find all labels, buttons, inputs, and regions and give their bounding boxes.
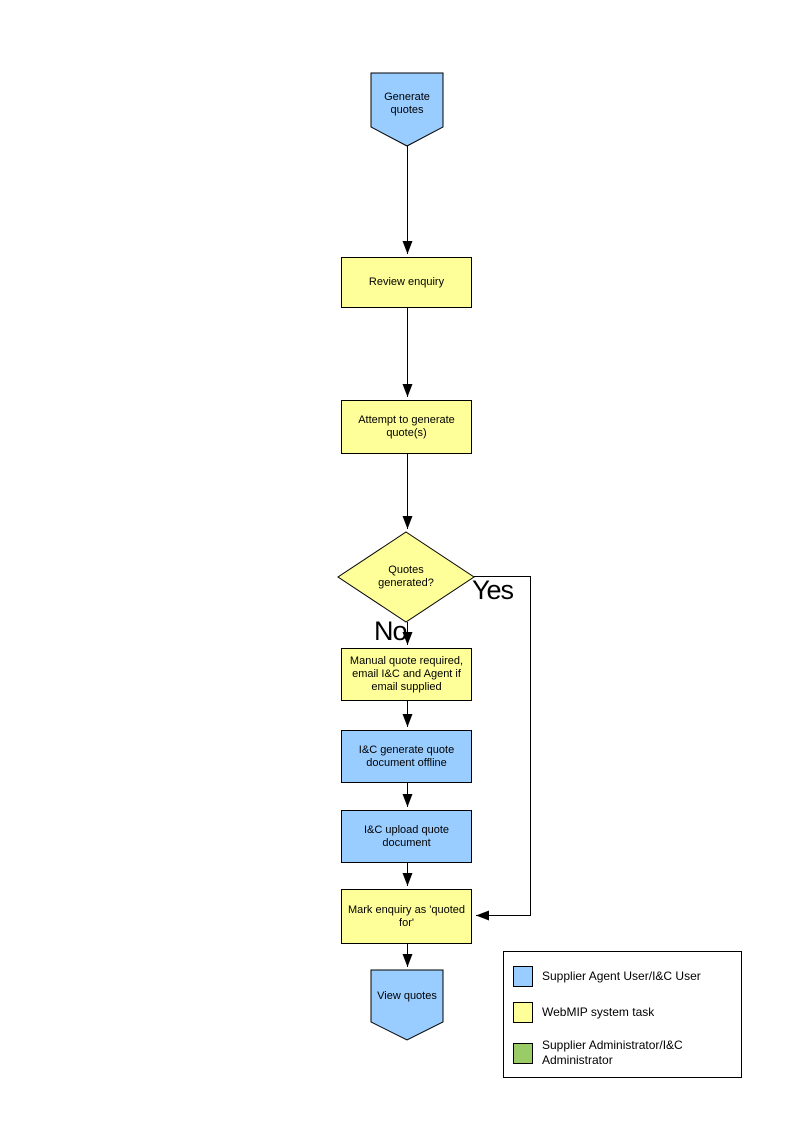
branch-label-yes: Yes [472, 575, 514, 605]
legend-item-label: WebMIP system task [542, 1005, 655, 1019]
legend: Supplier Agent User/I&C User WebMIP syst… [503, 951, 742, 1078]
legend-item-label: Supplier Agent User/I&C User [542, 969, 701, 983]
node-review-enquiry: Review enquiry [341, 257, 472, 308]
legend-item-webmip-task: WebMIP system task [513, 1002, 720, 1023]
node-ic-upload-quote-document: I&C upload quote document [341, 810, 472, 863]
node-attempt-generate-quotes: Attempt to generate quote(s) [341, 400, 472, 454]
node-mark-enquiry-quoted-for: Mark enquiry as 'quoted for' [341, 889, 472, 944]
node-ic-generate-quote-offline: I&C generate quote document offline [341, 730, 472, 783]
legend-item-supplier-agent: Supplier Agent User/I&C User [513, 966, 720, 987]
branch-label-no: No [374, 616, 408, 646]
node-manual-quote-required: Manual quote required, email I&C and Age… [341, 648, 472, 701]
start-offpage-shape [370, 72, 444, 147]
decision-diamond-shape [337, 531, 475, 623]
legend-item-label: Supplier Administrator/I&C Administrator [542, 1038, 683, 1067]
legend-item-supplier-administrator: Supplier Administrator/I&C Administrator [513, 1038, 720, 1068]
legend-swatch-blue [513, 966, 533, 987]
decision-label: Quotes generated? [378, 564, 434, 589]
end-offpage-label: View quotes [377, 989, 437, 1002]
start-offpage-label: Generate quotes [384, 91, 430, 116]
legend-swatch-yellow [513, 1002, 533, 1023]
edge-decision-mark-yes [474, 576, 531, 921]
legend-swatch-green [513, 1042, 533, 1064]
end-offpage-shape [370, 969, 444, 1041]
